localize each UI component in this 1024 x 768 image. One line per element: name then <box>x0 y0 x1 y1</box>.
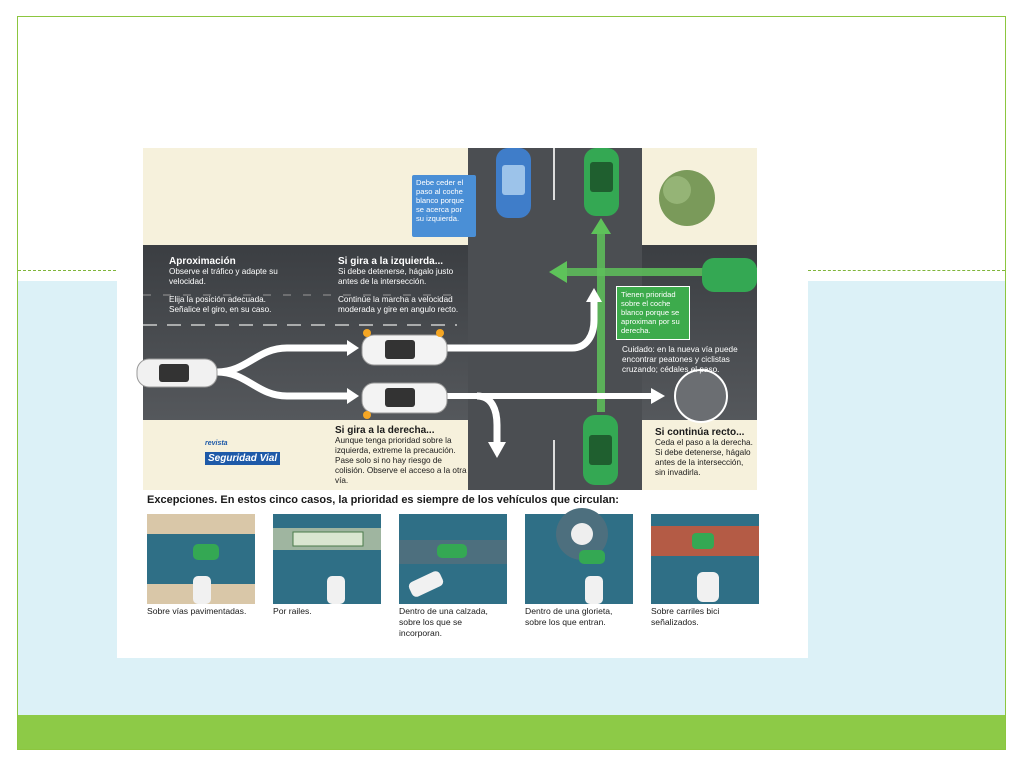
green-cars-note: Tienen prioridad sobre el coche blanco p… <box>616 286 690 340</box>
approach-section: Aproximación Observe el tráfico y adapte… <box>169 257 289 315</box>
intersection-infographic: Debe ceder el paso al coche blanco porqu… <box>117 140 808 658</box>
exceptions-title: Excepciones. En estos cinco casos, la pr… <box>147 494 619 506</box>
blue-car-icon <box>496 148 531 218</box>
white-car-icon <box>136 358 218 388</box>
exception-thumb-3 <box>399 514 507 604</box>
white-car-left-icon <box>361 329 448 366</box>
straight-title: Si continúa recto... <box>655 427 745 438</box>
right-turn-body: Aunque tenga prioridad sobre la izquierd… <box>335 436 467 485</box>
exception-thumb-5 <box>651 514 759 604</box>
white-car-right-icon <box>361 382 448 419</box>
pedestrians-icon <box>674 369 728 423</box>
left-turn-title: Si gira a la izquierda... <box>338 256 444 267</box>
logo-small-text: revista <box>205 440 228 447</box>
left-turn-line2: Continúe la marcha a velocidad moderada … <box>338 295 459 314</box>
exception-caption-5: Sobre carriles bici señalizados. <box>651 606 720 627</box>
right-turn-section: Si gira a la derecha... Aunque tenga pri… <box>335 426 470 486</box>
intersection-illustration <box>136 148 759 604</box>
left-turn-line1: Si debe detenerse, hágalo justo antes de… <box>338 267 454 286</box>
green-car-bottom-icon <box>583 415 618 485</box>
approach-line2: Elija la posición adecuada. Señalice el … <box>169 295 272 314</box>
exception-thumb-4 <box>525 508 633 604</box>
left-turn-section: Si gira a la izquierda... Si debe detene… <box>338 257 473 315</box>
exception-caption-1: Sobre vías pavimentadas. <box>147 606 247 616</box>
logo-big-text: Seguridad Vial <box>205 452 281 465</box>
green-car-top-icon <box>584 148 619 216</box>
dashed-divider-left <box>18 270 116 271</box>
approach-line1: Observe el tráfico y adapte su velocidad… <box>169 267 278 286</box>
exception-caption-3: Dentro de una calzada, sobre los que se … <box>399 606 488 638</box>
blue-car-note: Debe ceder el paso al coche blanco porqu… <box>412 175 476 237</box>
straight-section: Si continúa recto... Ceda el paso a la d… <box>655 428 755 478</box>
straight-body: Ceda el paso a la derecha. Si debe deten… <box>655 438 753 477</box>
caution-note: Cuidado: en la nueva vía puede encontrar… <box>622 345 738 374</box>
green-car-right-icon <box>702 258 757 292</box>
exception-thumb-2 <box>273 514 381 604</box>
exception-thumb-1 <box>147 514 255 604</box>
right-turn-title: Si gira a la derecha... <box>335 425 435 436</box>
approach-title: Aproximación <box>169 256 236 267</box>
dashed-divider-right <box>808 270 1005 271</box>
slide-bottom-bar <box>18 715 1005 749</box>
exception-caption-2: Por railes. <box>273 606 312 616</box>
seguridad-vial-logo: revista Seguridad Vial <box>205 440 283 466</box>
exception-caption-4: Dentro de una glorieta, sobre los que en… <box>525 606 613 627</box>
